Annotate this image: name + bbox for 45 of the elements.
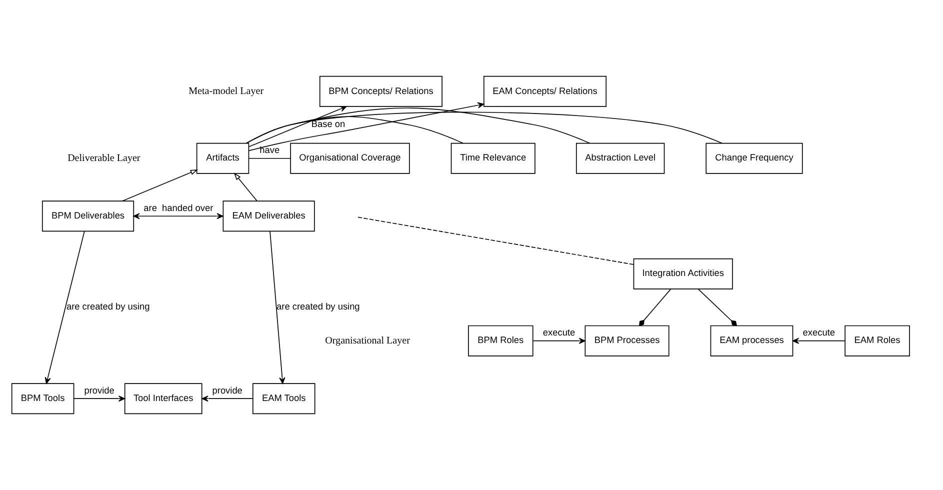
arrow — [122, 170, 198, 202]
node-box: EAM Deliverables — [222, 200, 315, 232]
node-box: EAM Roles — [844, 325, 910, 356]
label: Organisational Layer — [325, 335, 410, 346]
node-box: EAM Tools — [252, 383, 316, 414]
label: Deliverable Layer — [68, 152, 140, 164]
node-box: Tool Interfaces — [124, 383, 202, 414]
edge-label: provide — [212, 385, 242, 396]
edge-label: have — [260, 145, 280, 156]
node-box: Time Relevance — [450, 142, 536, 174]
arrow — [792, 338, 846, 344]
node-box: Organisational Coverage — [290, 142, 410, 174]
edge-label: provide — [84, 385, 114, 396]
node-box: Change Frequency — [706, 142, 803, 174]
edge-label: execute — [802, 328, 835, 338]
connector — [246, 112, 723, 144]
edge-label: Base on — [311, 119, 346, 130]
arrow — [44, 231, 85, 384]
node-box: Abstraction Level — [576, 142, 665, 174]
node-box: BPM Tools — [11, 383, 74, 414]
node-box: BPM Processes — [584, 325, 670, 356]
arrow — [202, 396, 254, 402]
arrow — [532, 338, 586, 344]
connector — [356, 216, 634, 265]
arrow — [234, 172, 258, 202]
arrow — [270, 231, 286, 384]
edge-label: execute — [542, 328, 576, 338]
node-box: BPM Deliverables — [42, 200, 134, 232]
edge-label: are created by using — [66, 302, 150, 312]
arrow — [248, 106, 347, 148]
node-box: EAM Concepts/ Relations — [483, 76, 607, 107]
node-box: Integration Activities — [633, 258, 733, 290]
connector — [698, 288, 738, 326]
arrow — [133, 213, 224, 220]
label: Meta-model Layer — [188, 86, 264, 98]
edge-label: are created by using — [276, 302, 360, 312]
connector — [638, 288, 672, 326]
arrow — [248, 102, 484, 152]
node-box: EAM processes — [710, 325, 794, 356]
node-box: BPM Roles — [468, 325, 534, 356]
node-box: BPM Concepts/ Relations — [319, 76, 442, 107]
edge-label: are handed over — [144, 202, 214, 213]
node-box: Artifacts — [196, 142, 250, 174]
connector — [248, 158, 291, 159]
arrow — [73, 396, 126, 402]
